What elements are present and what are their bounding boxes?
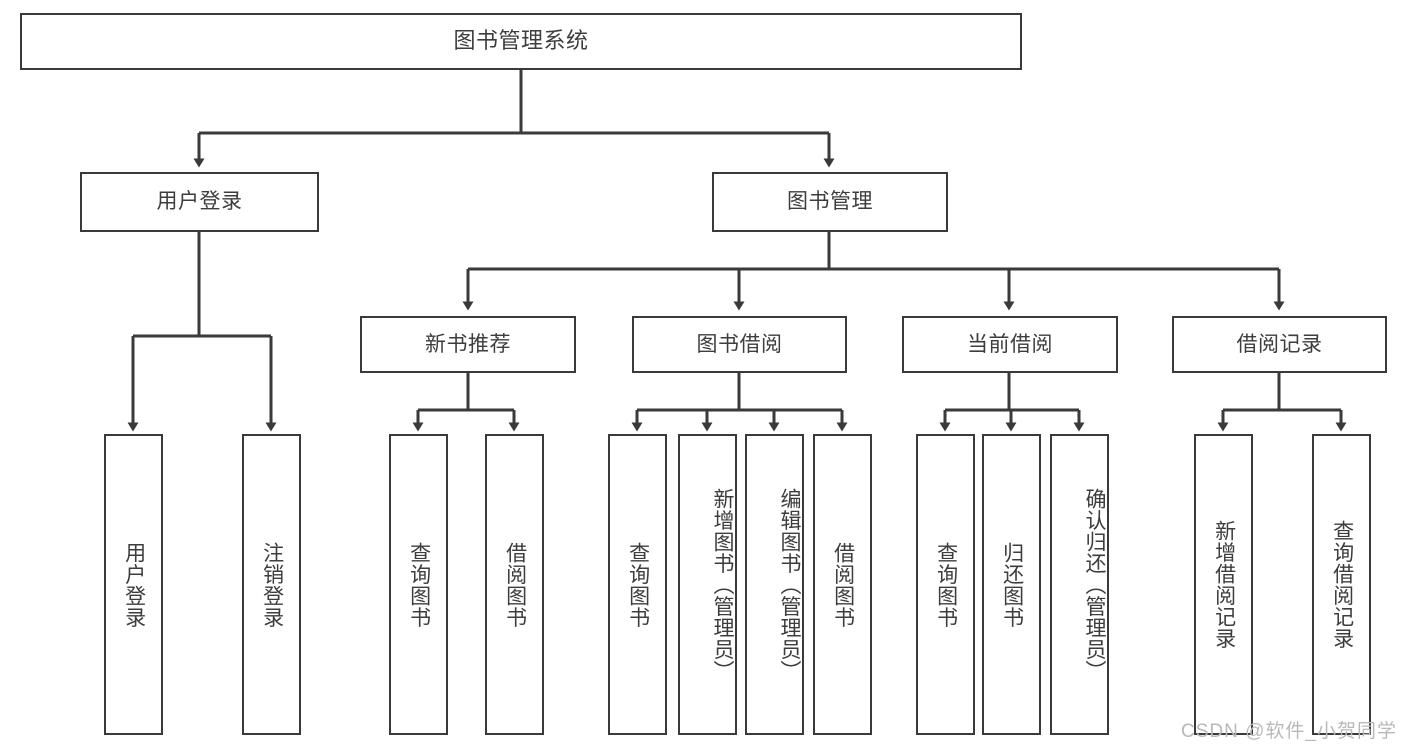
leaf-current-query-book[interactable]: 查询图书 bbox=[916, 434, 975, 735]
leaf-record-query-record[interactable]: 查询借阅记录 bbox=[1312, 434, 1371, 735]
node-borrow-record[interactable]: 借阅记录 bbox=[1172, 316, 1387, 373]
node-label: 新书推荐 bbox=[425, 332, 511, 356]
leaf-borrow-add-book-admin[interactable]: 新增图书（管理员） bbox=[678, 434, 737, 735]
node-label: 借阅记录 bbox=[1236, 332, 1323, 356]
node-label: 确认归还（管理员） bbox=[1083, 487, 1106, 682]
node-label: 查询图书 bbox=[407, 541, 431, 628]
node-label: 新增借阅记录 bbox=[1212, 520, 1236, 649]
node-label: 查询借阅记录 bbox=[1330, 520, 1354, 649]
leaf-borrow-query-book[interactable]: 查询图书 bbox=[608, 434, 667, 735]
node-current-borrow[interactable]: 当前借阅 bbox=[902, 316, 1118, 373]
node-label: 查询图书 bbox=[626, 541, 650, 628]
node-label: 借阅图书 bbox=[831, 541, 855, 628]
node-label: 查询图书 bbox=[934, 541, 958, 628]
node-root-system[interactable]: 图书管理系统 bbox=[20, 13, 1022, 70]
leaf-borrow-edit-book-admin[interactable]: 编辑图书（管理员） bbox=[745, 434, 804, 735]
node-label: 当前借阅 bbox=[967, 332, 1053, 356]
node-label: 图书借阅 bbox=[696, 332, 783, 356]
node-label: 注销登录 bbox=[260, 541, 284, 628]
leaf-recommend-borrow-book[interactable]: 借阅图书 bbox=[485, 434, 544, 735]
node-new-book-recommend[interactable]: 新书推荐 bbox=[360, 316, 576, 373]
leaf-user-login-login[interactable]: 用户登录 bbox=[104, 434, 163, 735]
node-label: 归还图书 bbox=[1000, 541, 1024, 628]
leaf-record-add-record[interactable]: 新增借阅记录 bbox=[1194, 434, 1253, 735]
leaf-current-return-book[interactable]: 归还图书 bbox=[982, 434, 1041, 735]
node-label: 借阅图书 bbox=[503, 541, 527, 628]
node-label: 新增图书（管理员） bbox=[711, 487, 734, 682]
node-label: 图书管理 bbox=[787, 190, 873, 214]
leaf-current-confirm-return-admin[interactable]: 确认归还（管理员） bbox=[1050, 434, 1109, 735]
node-user-login[interactable]: 用户登录 bbox=[80, 172, 319, 232]
leaf-borrow-borrow-book[interactable]: 借阅图书 bbox=[813, 434, 872, 735]
leaf-user-login-logout[interactable]: 注销登录 bbox=[242, 434, 301, 735]
csdn-watermark: CSDN @软件_小贺同学 bbox=[1181, 721, 1397, 742]
node-label: 用户登录 bbox=[122, 541, 146, 628]
leaf-recommend-query-book[interactable]: 查询图书 bbox=[389, 434, 448, 735]
node-label: 图书管理系统 bbox=[453, 28, 589, 54]
node-book-management[interactable]: 图书管理 bbox=[712, 172, 948, 232]
node-label: 用户登录 bbox=[156, 190, 243, 214]
node-label: 编辑图书（管理员） bbox=[778, 487, 801, 682]
node-book-borrow[interactable]: 图书借阅 bbox=[632, 316, 847, 373]
